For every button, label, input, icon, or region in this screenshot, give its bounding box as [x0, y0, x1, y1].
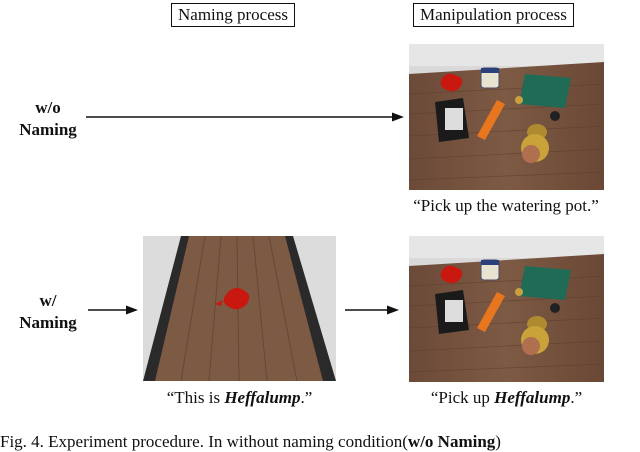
top-manipulation-caption: “Pick up the watering pot.”	[413, 196, 599, 215]
figure-caption-bold: w/o Naming	[407, 432, 496, 451]
naming-scene-image	[143, 236, 336, 381]
without-naming-label: w/o Naming	[8, 97, 88, 141]
without-naming-line1: w/o	[35, 98, 61, 117]
naming-caption-post: .”	[300, 388, 313, 407]
figure-caption-suffix: )	[495, 432, 501, 451]
manipulation-process-header: Manipulation process	[413, 3, 574, 27]
manip-caption-post: .”	[570, 388, 583, 407]
with-naming-arrow-left	[88, 305, 138, 315]
naming-caption-name: Heffalump	[224, 388, 301, 407]
with-naming-arrow-right	[345, 305, 399, 315]
with-naming-label: w/ Naming	[8, 290, 88, 334]
naming-caption-pre: “This is	[166, 388, 225, 407]
with-naming-line1: w/	[39, 291, 57, 310]
manip-caption-name: Heffalump	[494, 388, 571, 407]
manipulation-scene-image-top	[409, 44, 604, 190]
without-naming-line2: Naming	[19, 120, 77, 139]
naming-caption: “This is Heffalump.”	[143, 388, 336, 408]
manip-caption-pre: “Pick up	[430, 388, 495, 407]
manipulation-caption-bottom: “Pick up Heffalump.”	[409, 388, 604, 408]
figure-caption: Fig. 4. Experiment procedure. In without…	[0, 432, 501, 452]
manipulation-scene-image-bottom	[409, 236, 604, 382]
figure-caption-prefix: Fig. 4. Experiment procedure. In without…	[0, 432, 408, 451]
without-naming-arrow	[86, 112, 404, 122]
naming-process-header: Naming process	[171, 3, 296, 27]
with-naming-line2: Naming	[19, 313, 77, 332]
